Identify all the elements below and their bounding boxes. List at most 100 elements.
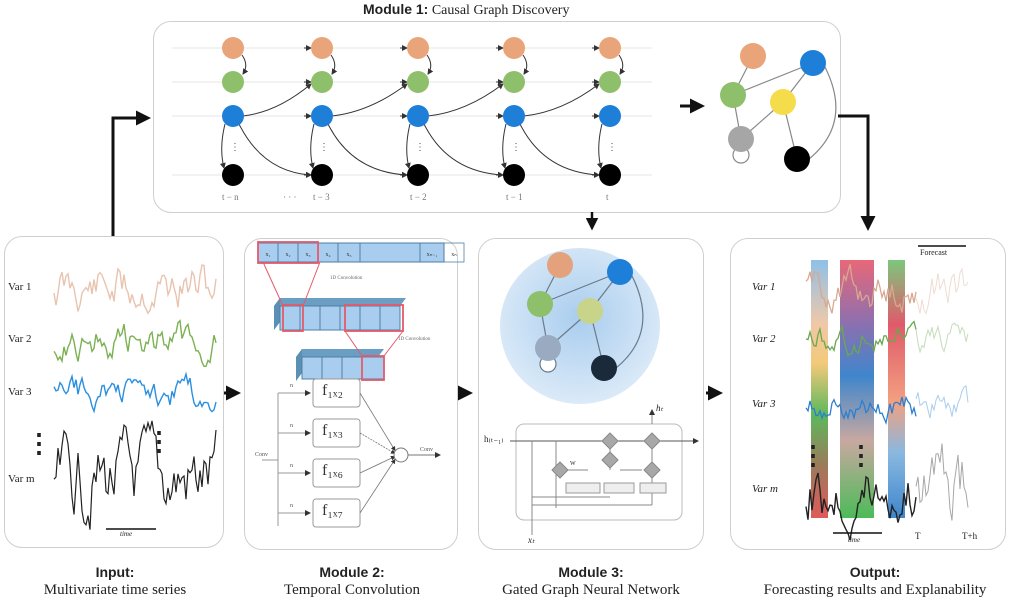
receptive-field-highlight — [257, 241, 319, 264]
input-cell-label: xₙ₋₁ — [427, 252, 438, 258]
output-ellipsis-left: ⋮ — [800, 441, 826, 470]
arrow-module1-to-output — [838, 114, 876, 231]
module1-nodes — [222, 37, 621, 186]
input-cell-label: x₁ — [265, 252, 270, 258]
edge-orange-green — [618, 54, 626, 75]
explanation-band-2 — [840, 260, 874, 518]
timeline-node — [222, 164, 244, 186]
branch-label: n — [290, 503, 293, 509]
gru-h-prev: h₍ₜ₋₁₎ — [484, 434, 504, 444]
input-ellipsis-left: ⋮ — [26, 429, 52, 458]
gate-node — [551, 461, 569, 479]
timeline-node — [311, 37, 333, 59]
gru-h-t: hₜ — [656, 403, 664, 413]
inception-output-label: Conv — [420, 447, 434, 453]
filter-label: f₁ₓ₇ — [322, 502, 344, 519]
history-series-line — [805, 264, 917, 314]
timeline-node — [599, 164, 621, 186]
time-label: t − 1 — [506, 192, 523, 202]
module1-title-bold: Module 1: — [363, 1, 429, 17]
timeline-node — [311, 164, 333, 186]
module3-caption-text: Gated Graph Neural Network — [502, 582, 680, 598]
vertical-ellipsis: ⋮ — [319, 142, 329, 153]
input-cell-label: x₃ — [305, 252, 310, 258]
edge-blue-black-lag — [238, 123, 312, 178]
filter-output-line — [359, 392, 396, 452]
output-var-label: Var 1 — [752, 281, 776, 293]
module3-caption: Module 3: Gated Graph Neural Network — [474, 563, 708, 599]
output-var-label: Var m — [752, 483, 778, 495]
vertical-ellipsis: ⋮ — [607, 142, 617, 153]
module1-title: Module 1: Causal Graph Discovery — [363, 1, 569, 19]
input-cell — [443, 242, 465, 263]
output-ellipsis-mid: ⋮ — [848, 441, 874, 470]
conv-layer-3 — [296, 349, 385, 381]
output-var-label: Var 2 — [752, 333, 776, 345]
forecast-series-line — [915, 443, 969, 521]
output-t-label: T — [915, 531, 921, 541]
filter-label: f₁ₓ₂ — [322, 382, 344, 399]
edge-blue-green-lag — [331, 83, 408, 117]
gru-blocks — [565, 482, 667, 494]
timeline-node — [407, 105, 429, 127]
receptive-field-lines — [262, 261, 404, 357]
output-time-label: time — [848, 536, 861, 544]
timeline-node — [222, 105, 244, 127]
vertical-ellipsis: ⋮ — [511, 142, 521, 153]
time-label: t − 2 — [410, 192, 427, 202]
timeline-node — [407, 164, 429, 186]
input-cell-label: x₄ — [325, 252, 330, 258]
node-blue — [800, 50, 826, 76]
module3-graph — [527, 252, 644, 381]
conv-layer-2 — [274, 298, 406, 332]
time-label: t − n — [222, 192, 239, 202]
input-series-line — [53, 420, 217, 530]
timeline-node — [503, 37, 525, 59]
module3-caption-bold: Module 3: — [558, 564, 624, 580]
gate-node — [601, 432, 619, 450]
forecast-series-line — [915, 267, 969, 315]
edge-blue-black — [500, 123, 507, 169]
module1-summary-graph — [720, 43, 837, 172]
output-var-label: Var 3 — [752, 398, 776, 410]
inception-filters — [278, 378, 396, 528]
gate-node — [643, 432, 661, 450]
timeline-node — [311, 71, 333, 93]
input-caption-bold: Input: — [95, 564, 135, 580]
arrow-input-to-module1 — [111, 110, 151, 236]
timeline-node — [222, 71, 244, 93]
branch-label: n — [290, 423, 293, 429]
edge-blue-black-lag — [519, 123, 600, 178]
node-yellow — [577, 298, 603, 324]
node-black — [591, 355, 617, 381]
timeline-node — [599, 37, 621, 59]
time-label: t − 3 — [313, 192, 330, 202]
edge-blue-black-lag — [423, 123, 504, 178]
output-forecast-label: Forecast — [920, 248, 948, 257]
vertical-ellipsis: ⋮ — [415, 142, 425, 153]
module2-caption: Module 2: Temporal Convolution — [240, 563, 464, 599]
filter-output-line — [359, 432, 396, 454]
input-series-line — [53, 371, 217, 414]
filter-label: f₁ₓ₆ — [322, 462, 344, 479]
branch-label: n — [290, 463, 293, 469]
node-green — [527, 291, 553, 317]
input-caption-text: Multivariate time series — [43, 582, 187, 598]
vertical-ellipsis: ⋮ — [230, 142, 240, 153]
timeline-node — [503, 71, 525, 93]
time-label: t — [606, 192, 609, 202]
module1-edges: ⋮ ⋮ ⋮ ⋮ ⋮ — [219, 45, 626, 178]
input-series-line — [53, 319, 217, 367]
module2-caption-bold: Module 2: — [319, 564, 385, 580]
timeline-node — [222, 37, 244, 59]
input-caption: Input: Multivariate time series — [0, 563, 230, 599]
input-time-label: time — [120, 530, 133, 538]
edge-blue-green-lag — [242, 83, 312, 117]
edge-orange-green — [426, 54, 434, 75]
module1-title-rest: Causal Graph Discovery — [428, 3, 570, 18]
edge-blue-black — [308, 123, 315, 169]
timeline-node — [311, 105, 333, 127]
